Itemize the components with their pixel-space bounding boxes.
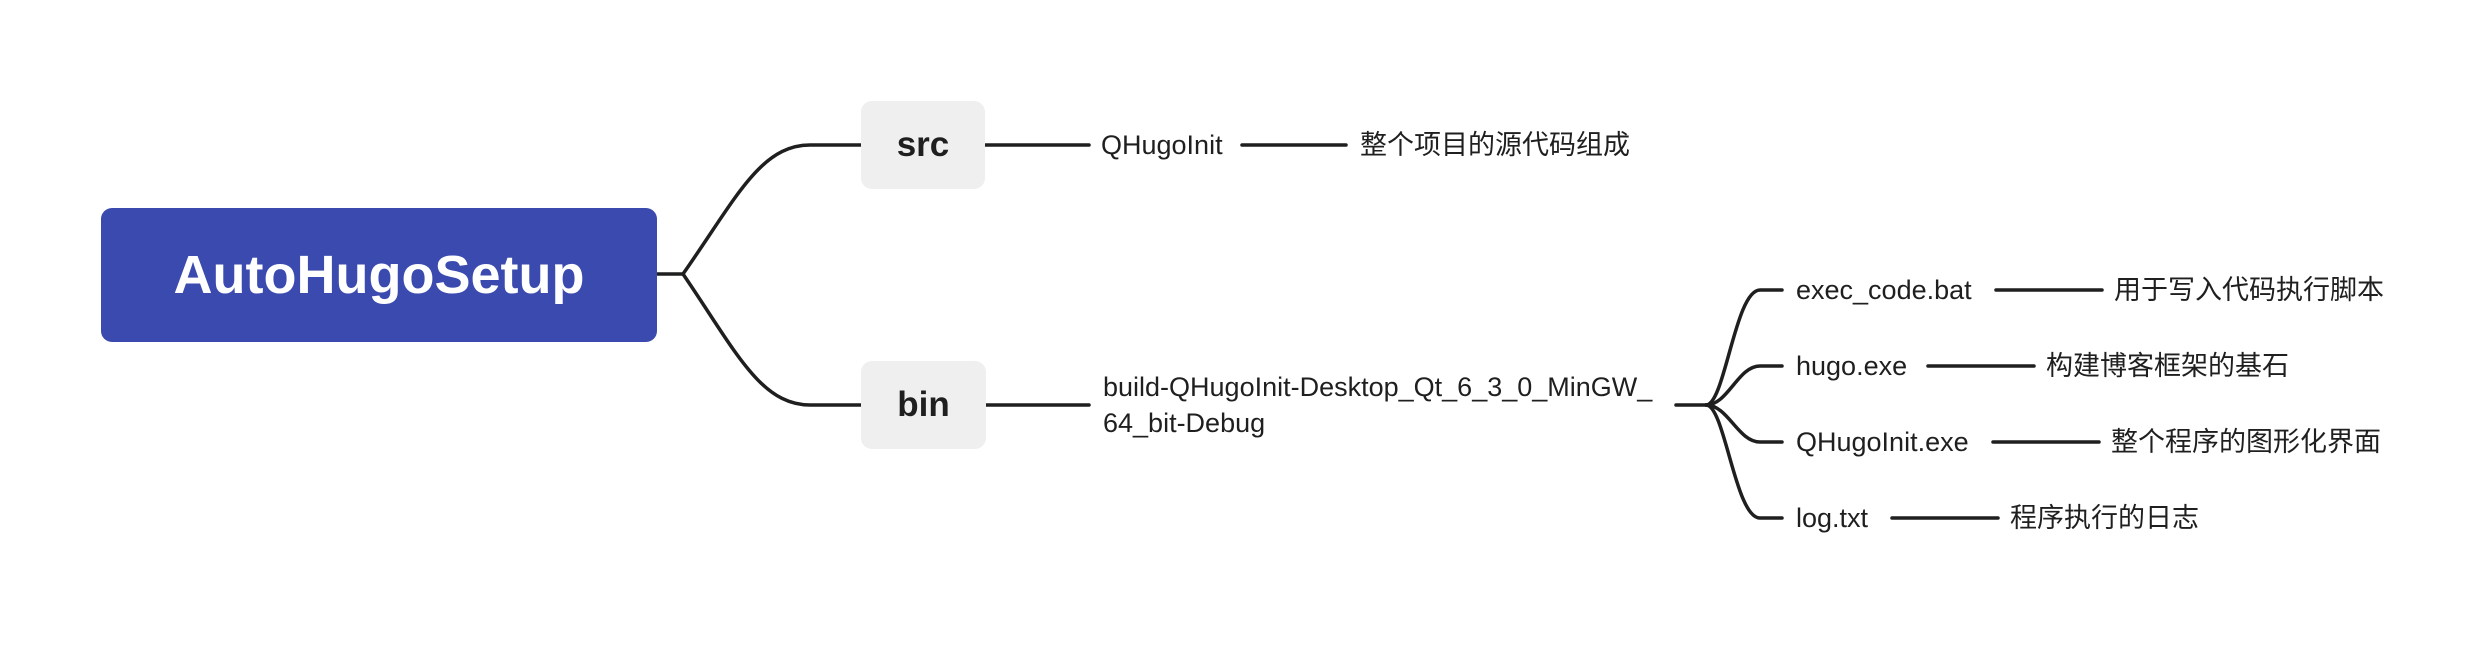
bin-child-line-1: build-QHugoInit-Desktop_Qt_6_3_0_MinGW_ xyxy=(1103,372,1653,402)
branch-node-src-label: src xyxy=(896,125,950,164)
file-description-qhugoinit-exe[interactable]: 整个程序的图形化界面 xyxy=(2111,427,2381,457)
connector-root-src xyxy=(681,143,863,276)
branch-node-bin-label: bin xyxy=(897,385,950,424)
src-child-node[interactable]: QHugoInit xyxy=(1101,130,1223,160)
file-node-hugo[interactable]: hugo.exe xyxy=(1796,351,1908,381)
file-node-log[interactable]: log.txt xyxy=(1796,503,1869,533)
file-description-log[interactable]: 程序执行的日志 xyxy=(2010,503,2199,533)
connector-root-bin xyxy=(681,272,863,407)
connector-build-hugo xyxy=(1704,364,1784,407)
root-node[interactable]: AutoHugoSetup xyxy=(101,208,657,342)
file-node-qhugoinit-exe[interactable]: QHugoInit.exe xyxy=(1796,427,1969,457)
bin-child-node[interactable]: build-QHugoInit-Desktop_Qt_6_3_0_MinGW_ … xyxy=(1103,369,1683,441)
branch-node-bin[interactable]: bin xyxy=(861,361,986,449)
src-child-description[interactable]: 整个项目的源代码组成 xyxy=(1360,130,1630,160)
connector-build-qhugoexe xyxy=(1704,403,1784,444)
bin-child-line-2: 64_bit-Debug xyxy=(1103,408,1266,438)
connector-build-log xyxy=(1704,403,1784,520)
file-description-hugo[interactable]: 构建博客框架的基石 xyxy=(2046,351,2289,381)
branch-node-src[interactable]: src xyxy=(861,101,985,189)
file-description-exec-code[interactable]: 用于写入代码执行脚本 xyxy=(2114,275,2384,305)
file-node-exec-code[interactable]: exec_code.bat xyxy=(1796,275,1972,305)
root-node-label: AutoHugoSetup xyxy=(173,245,585,305)
connector-build-exec xyxy=(1704,288,1784,407)
